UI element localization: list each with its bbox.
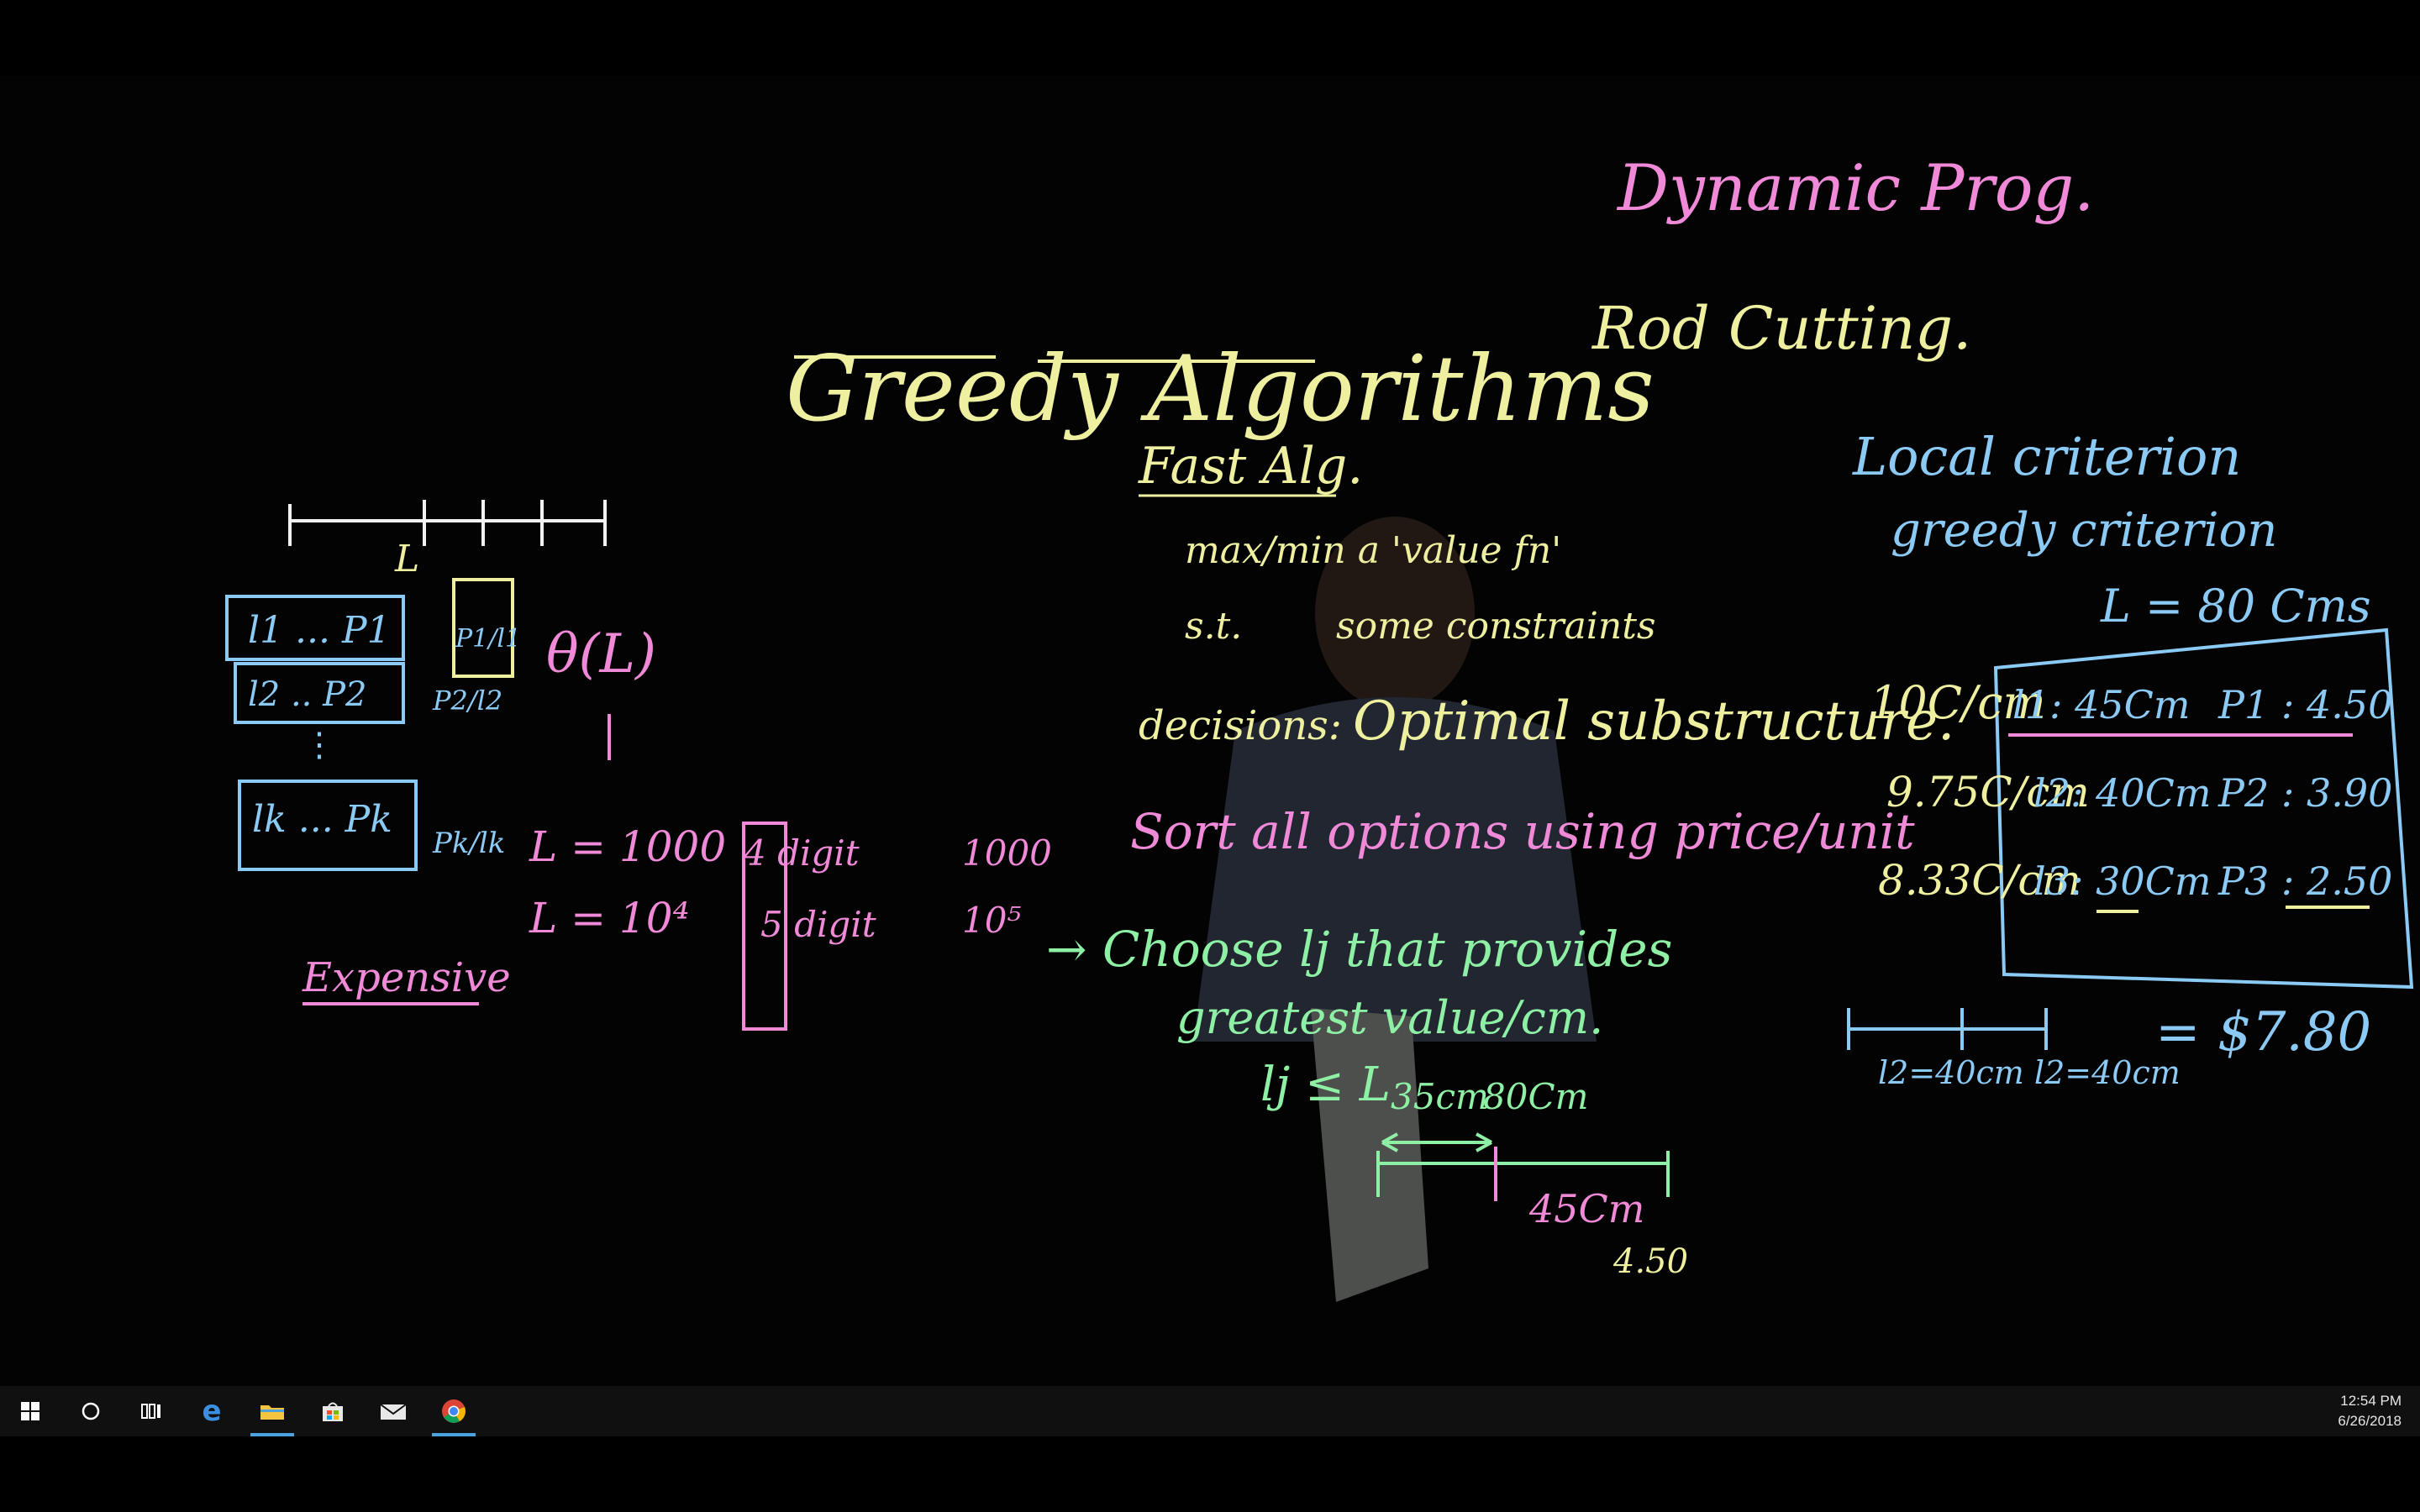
video-frame: Greedy Algorithms Dynamic Prog. Rod Cutt… — [0, 76, 2420, 1386]
dim-45cm: 45Cm — [1528, 1186, 1644, 1231]
cortana-icon — [82, 1402, 100, 1420]
store-icon — [323, 1402, 343, 1421]
store-button[interactable] — [302, 1386, 363, 1436]
item-row-2: l2 .. P2 — [248, 675, 366, 714]
presenter — [1193, 517, 1597, 1302]
clock-date: 6/26/2018 — [2338, 1413, 2402, 1429]
fast-alg-st-text: some constraints — [1336, 605, 1656, 648]
price-1: P1 : 4.50 — [2217, 682, 2392, 727]
price-3: P3 : 2.50 — [2217, 858, 2392, 904]
constraint-line: lj ≤ L — [1260, 1058, 1391, 1112]
greedy-criterion: greedy criterion — [1891, 503, 2277, 558]
cortana-button[interactable] — [60, 1386, 121, 1436]
letterbox-bottom — [0, 1436, 2420, 1512]
fast-alg-line1: max/min a 'value fn' — [1185, 529, 1561, 572]
task-view-icon — [141, 1404, 160, 1419]
choose-line: → Choose lj that provides — [1046, 921, 1672, 978]
length-3: l3: 30Cm — [2033, 858, 2211, 904]
rate-1: 10C/cm — [1870, 676, 2046, 729]
eq-L-1000: L = 1000 — [529, 822, 726, 871]
rod-L-label: L — [394, 538, 419, 580]
dp-subtitle: Rod Cutting. — [1591, 294, 1971, 363]
decisions-label: decisions: — [1139, 702, 1342, 749]
rate-2: 9.75C/cm — [1886, 768, 2090, 816]
total-length: L = 80 Cms — [2100, 580, 2371, 633]
taskbar: e 12:54 PM 6/26/2018 — [0, 1386, 2420, 1436]
edge-button[interactable]: e — [182, 1386, 242, 1436]
table-box — [1993, 627, 2414, 990]
task-view-button[interactable] — [121, 1386, 182, 1436]
total-value: = $7.80 — [2155, 1001, 2371, 1063]
sort-options: Sort all options using price/unit — [1130, 803, 1915, 860]
dim-35cm: 35cm — [1391, 1076, 1489, 1117]
vertical-dots: ⋮ — [302, 727, 336, 764]
system-clock[interactable]: 12:54 PM 6/26/2018 — [2338, 1391, 2402, 1431]
value-450: 4.50 — [1612, 1242, 1688, 1281]
windows-icon — [21, 1402, 39, 1420]
windows-start-button[interactable] — [0, 1386, 60, 1436]
optimal-substructure: Optimal substructure. — [1353, 690, 1954, 753]
theta-L: θ(L) — [546, 623, 656, 685]
result-10e5: 10⁵ — [962, 900, 1021, 941]
chrome-icon — [442, 1399, 466, 1423]
board-title: Greedy Algorithms — [786, 337, 1655, 442]
dp-title: Dynamic Prog. — [1616, 150, 2094, 225]
chrome-button[interactable] — [424, 1386, 484, 1436]
fast-alg-heading: Fast Alg. — [1138, 437, 1363, 496]
edge-icon: e — [202, 1394, 222, 1428]
clock-time: 12:54 PM — [2340, 1393, 2402, 1409]
ratio-2: P2/l2 — [432, 685, 502, 717]
mail-icon — [380, 1404, 407, 1420]
result-1000: 1000 — [962, 832, 1052, 874]
ratio-1: P1/l1 — [455, 624, 521, 654]
fast-alg-st-label: s.t. — [1185, 605, 1242, 648]
folder-icon — [260, 1405, 284, 1420]
dim-80cm: 80Cm — [1483, 1076, 1588, 1117]
item-row-1: l1 ... P1 — [248, 609, 391, 652]
rate-3: 8.33C/cm — [1878, 856, 2081, 905]
lightboard: Greedy Algorithms Dynamic Prog. Rod Cutt… — [225, 150, 2414, 1302]
price-2: P2 : 3.90 — [2217, 770, 2392, 816]
digits-5: 5 digit — [760, 904, 876, 945]
eq-L-10e4: L = 10⁴ — [529, 894, 690, 942]
length-2: l2: 40Cm — [2033, 770, 2211, 816]
greatest-line: greatest value/cm. — [1176, 991, 1603, 1044]
digits-4: 4 digit — [743, 832, 860, 874]
cuts-label: l2=40cm l2=40cm — [1878, 1054, 2181, 1091]
file-explorer-button[interactable] — [242, 1386, 302, 1436]
ratio-k: Pk/lk — [432, 827, 505, 860]
item-row-k: lk ... Pk — [252, 798, 392, 841]
expensive-label: Expensive — [302, 954, 511, 1001]
length-1: l1: 45Cm — [2012, 682, 2190, 727]
mail-button[interactable] — [363, 1386, 424, 1436]
local-criterion: Local criterion — [1852, 426, 2241, 487]
